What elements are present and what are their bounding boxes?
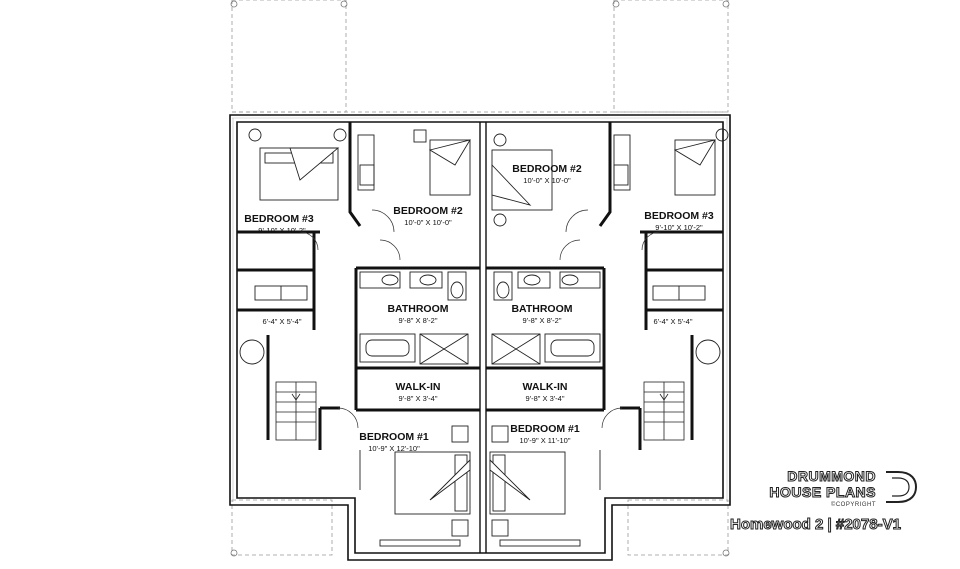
left-walkin-name: WALK-IN <box>396 381 441 393</box>
left-interior-walls <box>237 122 480 450</box>
left-bathroom-name: BATHROOM <box>387 303 448 315</box>
corner-markers <box>230 0 730 557</box>
left-unit-labels: BEDROOM #3 9'-10" X 10'-2" BEDROOM #2 10… <box>244 205 463 453</box>
right-walkin-dim: 9'-8" X 3'-4" <box>525 394 564 403</box>
right-bedroom3-dim: 9'-10" X 10'-2" <box>655 223 703 232</box>
logo-line2: HOUSE PLANS <box>769 484 876 501</box>
right-closet-dim: 6'-4" X 5'-4" <box>653 317 692 326</box>
right-bedroom2-name: BEDROOM #2 <box>512 163 582 175</box>
exterior-walls <box>229 114 731 561</box>
left-closet-dim: 6'-4" X 5'-4" <box>262 317 301 326</box>
left-bedroom1-dim: 10'-9" X 12'-10" <box>368 444 420 453</box>
plan-caption: Homewood 2 | #2078-V1 <box>730 516 902 534</box>
left-walkin-dim: 9'-8" X 3'-4" <box>398 394 437 403</box>
furniture <box>239 128 729 547</box>
right-bedroom1-dim: 10'-9" X 11'-10" <box>520 436 571 445</box>
logo-d-mark-icon <box>886 471 918 503</box>
roof-outline <box>231 0 729 556</box>
right-bedroom2-dim: 10'-0" X 10'-0" <box>523 176 571 185</box>
right-bedroom3-name: BEDROOM #3 <box>644 210 714 222</box>
wall-hatch <box>232 117 728 502</box>
right-unit-labels: BEDROOM #2 10'-0" X 10'-0" BEDROOM #3 9'… <box>510 163 714 445</box>
drummond-logo: DRUMMOND HOUSE PLANS ©COPYRIGHT <box>748 468 928 528</box>
right-bathroom-dim: 9'-8" X 8'-2" <box>522 316 561 325</box>
left-bedroom3-dim: 9'-10" X 10'-2" <box>258 226 306 235</box>
right-bathroom-name: BATHROOM <box>511 303 572 315</box>
left-bedroom1-name: BEDROOM #1 <box>359 431 429 443</box>
left-bedroom2-name: BEDROOM #2 <box>393 205 463 217</box>
left-bathroom-dim: 9'-8" X 8'-2" <box>398 316 437 325</box>
logo-copyright: ©COPYRIGHT <box>830 502 876 508</box>
left-bedroom2-dim: 10'-0" X 10'-0" <box>404 218 452 227</box>
logo-line1: DRUMMOND <box>787 468 876 485</box>
right-walkin-name: WALK-IN <box>523 381 568 393</box>
left-bedroom3-name: BEDROOM #3 <box>244 213 314 225</box>
right-interior-walls <box>486 122 723 450</box>
right-bedroom1-name: BEDROOM #1 <box>510 423 580 435</box>
door-swings <box>299 209 661 429</box>
